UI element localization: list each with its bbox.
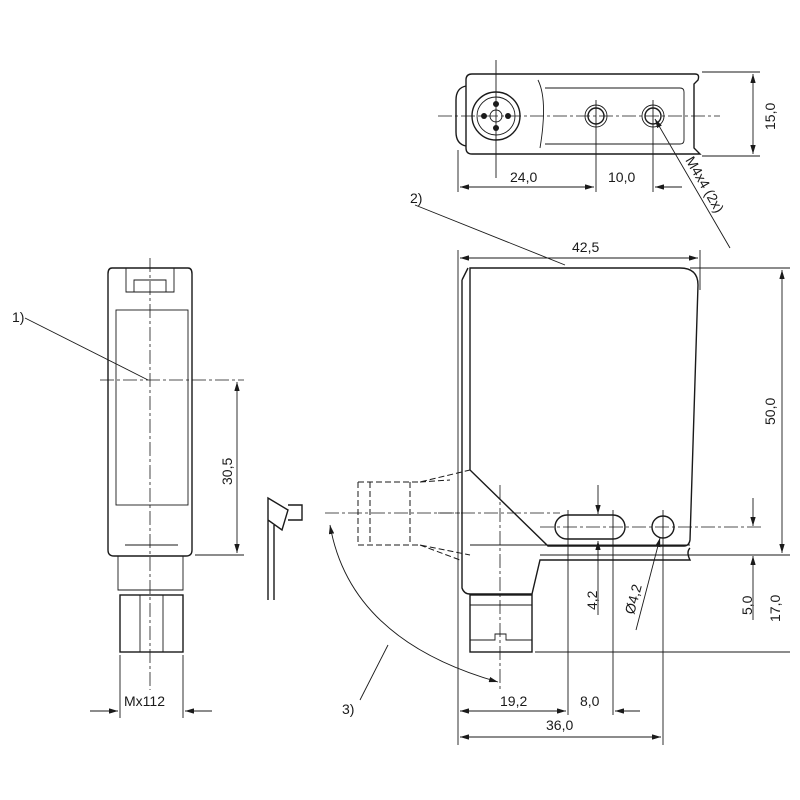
dim-15: 15,0 bbox=[762, 103, 778, 130]
dim-42-5: 42,5 bbox=[572, 239, 599, 255]
dim-24: 24,0 bbox=[510, 169, 537, 185]
top-view: 24,0 10,0 15,0 M4x4 (2x) bbox=[438, 60, 778, 249]
dim-36: 36,0 bbox=[546, 717, 573, 733]
dim-4-2: 4,2 bbox=[584, 590, 600, 610]
dim-5: 5,0 bbox=[739, 595, 755, 615]
dim-19-2: 19,2 bbox=[500, 693, 527, 709]
side-view: 30,5 1) Mx112 bbox=[12, 258, 303, 718]
dim-30-5: 30,5 bbox=[219, 458, 235, 485]
dim-8: 8,0 bbox=[580, 693, 600, 709]
dim-17: 17,0 bbox=[767, 595, 783, 622]
dim-50: 50,0 bbox=[762, 398, 778, 425]
dim-10: 10,0 bbox=[608, 169, 635, 185]
callout-3: 3) bbox=[342, 701, 354, 717]
callout-2: 2) bbox=[410, 190, 422, 206]
dim-mx112: Mx112 bbox=[124, 693, 165, 709]
front-view: 42,5 2) 50,0 4,2 Ø4,2 5,0 17,0 3 bbox=[325, 190, 790, 745]
callout-1: 1) bbox=[12, 309, 24, 325]
thread-label: M4x4 (2x) bbox=[682, 154, 727, 216]
dim-diameter-4-2: Ø4,2 bbox=[621, 582, 644, 616]
